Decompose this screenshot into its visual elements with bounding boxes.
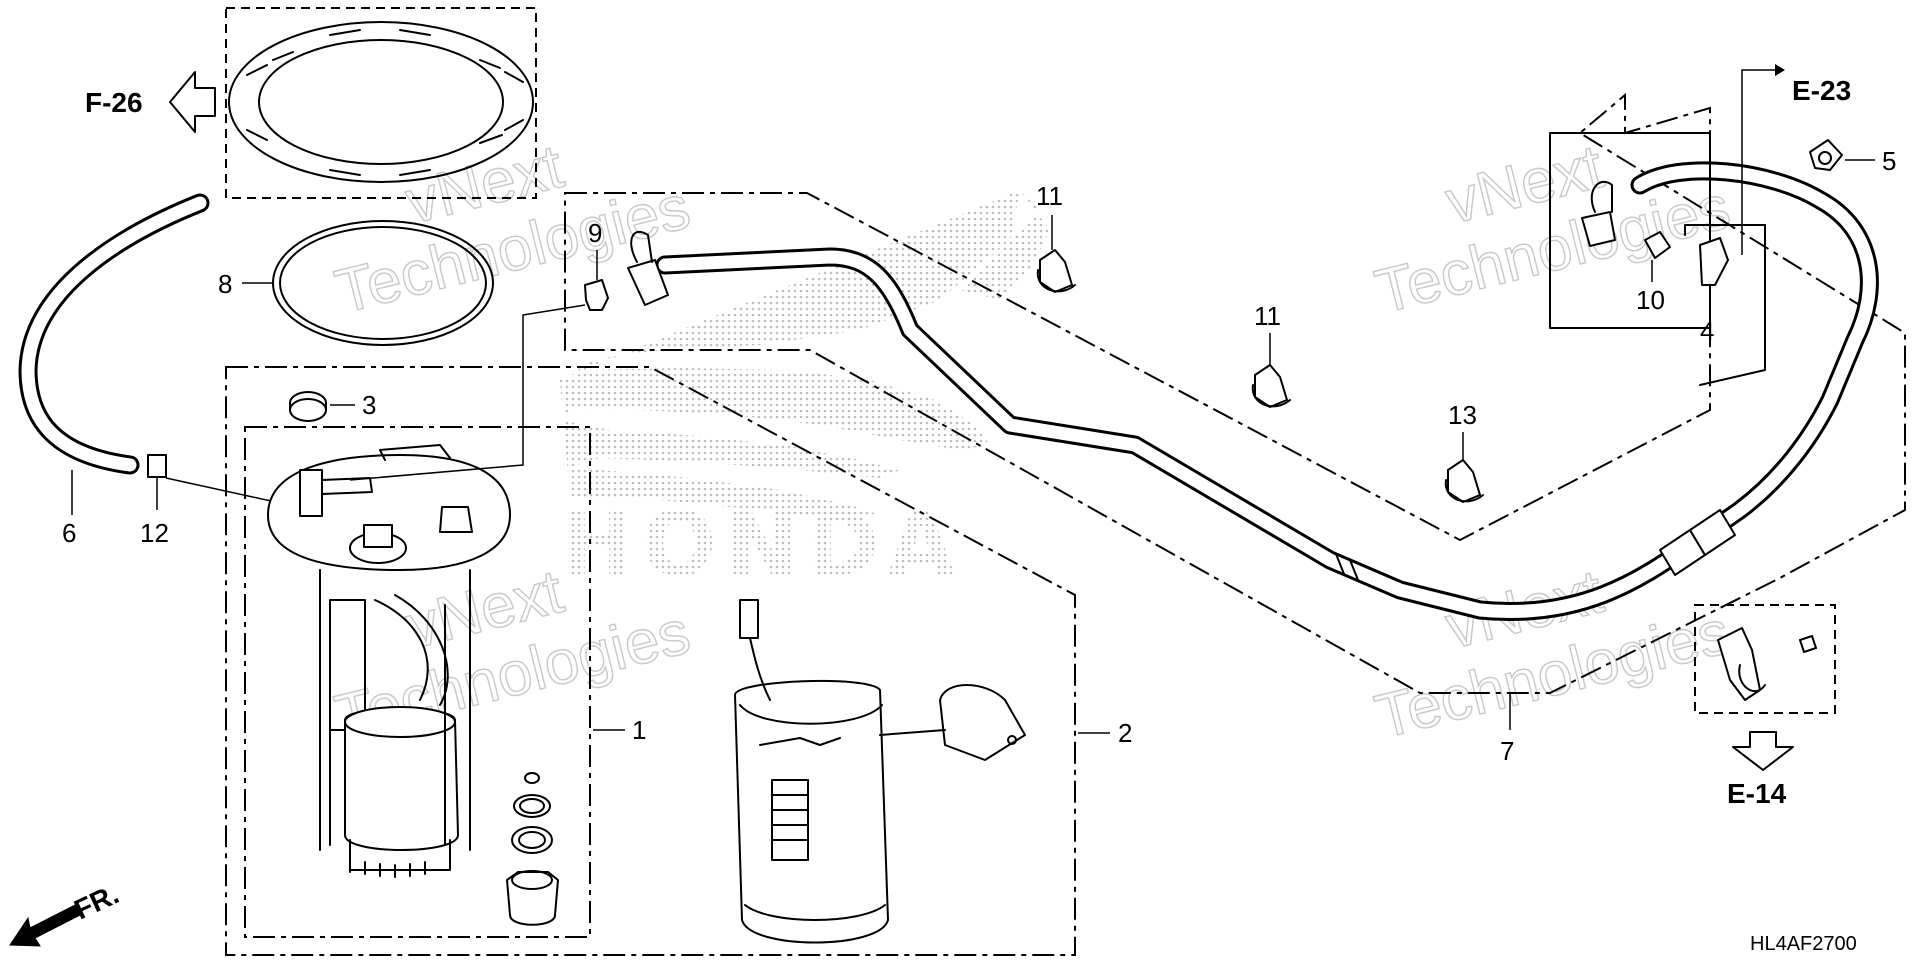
fuel-pump-module: [267, 444, 511, 878]
ref-e14-label: E-14: [1727, 778, 1787, 809]
lock-ring: [228, 21, 534, 183]
callout-2: 2: [1118, 718, 1132, 748]
ref-e14-arrow: [1732, 731, 1794, 771]
callout-5: 5: [1882, 146, 1896, 176]
bracket: [1717, 627, 1817, 701]
ref-f26-label: F-26: [85, 87, 143, 118]
clip-11-b: [1251, 364, 1291, 408]
callout-7: 7: [1500, 736, 1514, 766]
quick-connector-left: [627, 230, 669, 306]
ref-e23-line: [1741, 69, 1775, 255]
quick-connector-right: [1581, 180, 1671, 259]
callout-10: 10: [1636, 285, 1665, 315]
callout-11-b: 11: [1254, 301, 1281, 331]
clip-9: [584, 279, 609, 311]
honda-logo-watermark: HONDA: [560, 190, 1050, 596]
ref-f26-arrow: [169, 71, 216, 133]
ref-f26: F-26: [85, 71, 216, 133]
fuel-pump-cartridge: [734, 599, 1026, 944]
front-direction: FR.: [9, 878, 123, 947]
watermark-top-right: vNext Technologies: [1368, 131, 1737, 327]
callout-12: 13: [1448, 400, 1477, 430]
clip-12: [1444, 459, 1484, 503]
callout-4: 4: [1700, 316, 1714, 346]
ref-e14: E-14: [1727, 731, 1794, 809]
honda-logo-text: HONDA: [560, 493, 963, 596]
cap-3: [289, 391, 327, 422]
connector-10-box: [1549, 132, 1711, 329]
clip-13: [147, 454, 167, 478]
callout-8: 8: [218, 269, 232, 299]
callout-1: 1: [632, 715, 646, 745]
front-label: FR.: [69, 878, 123, 925]
leader-4-bracket: [1684, 224, 1766, 386]
ref-e23-label: E-23: [1792, 75, 1851, 106]
fuel-hose-6: [18, 193, 210, 475]
fuel-hose-7: [655, 161, 1879, 622]
pump-module-1-box: [244, 426, 591, 938]
callout-3: 3: [362, 390, 376, 420]
callout-13: 12: [140, 518, 169, 548]
callout-11-a: 11: [1036, 181, 1063, 211]
callout-9: 9: [588, 218, 602, 248]
diagram-code: HL4AF2700: [1750, 933, 1857, 955]
callout-6: 6: [62, 518, 76, 548]
ref-e23-arrow: [1775, 64, 1785, 76]
clip-5: [1809, 139, 1843, 171]
clip-11-a: [1036, 249, 1076, 293]
lock-ring-group-box: [225, 7, 537, 199]
leader-9-to-pump: [349, 304, 586, 481]
ref-e23: E-23: [1741, 64, 1851, 255]
seal-set: [506, 772, 559, 926]
gasket-ring: [272, 220, 494, 346]
clip-4: [1699, 237, 1729, 286]
front-arrow: [9, 904, 81, 947]
bracket-group-box: [1694, 604, 1836, 714]
pump-assembly-2-box: [225, 366, 1076, 956]
